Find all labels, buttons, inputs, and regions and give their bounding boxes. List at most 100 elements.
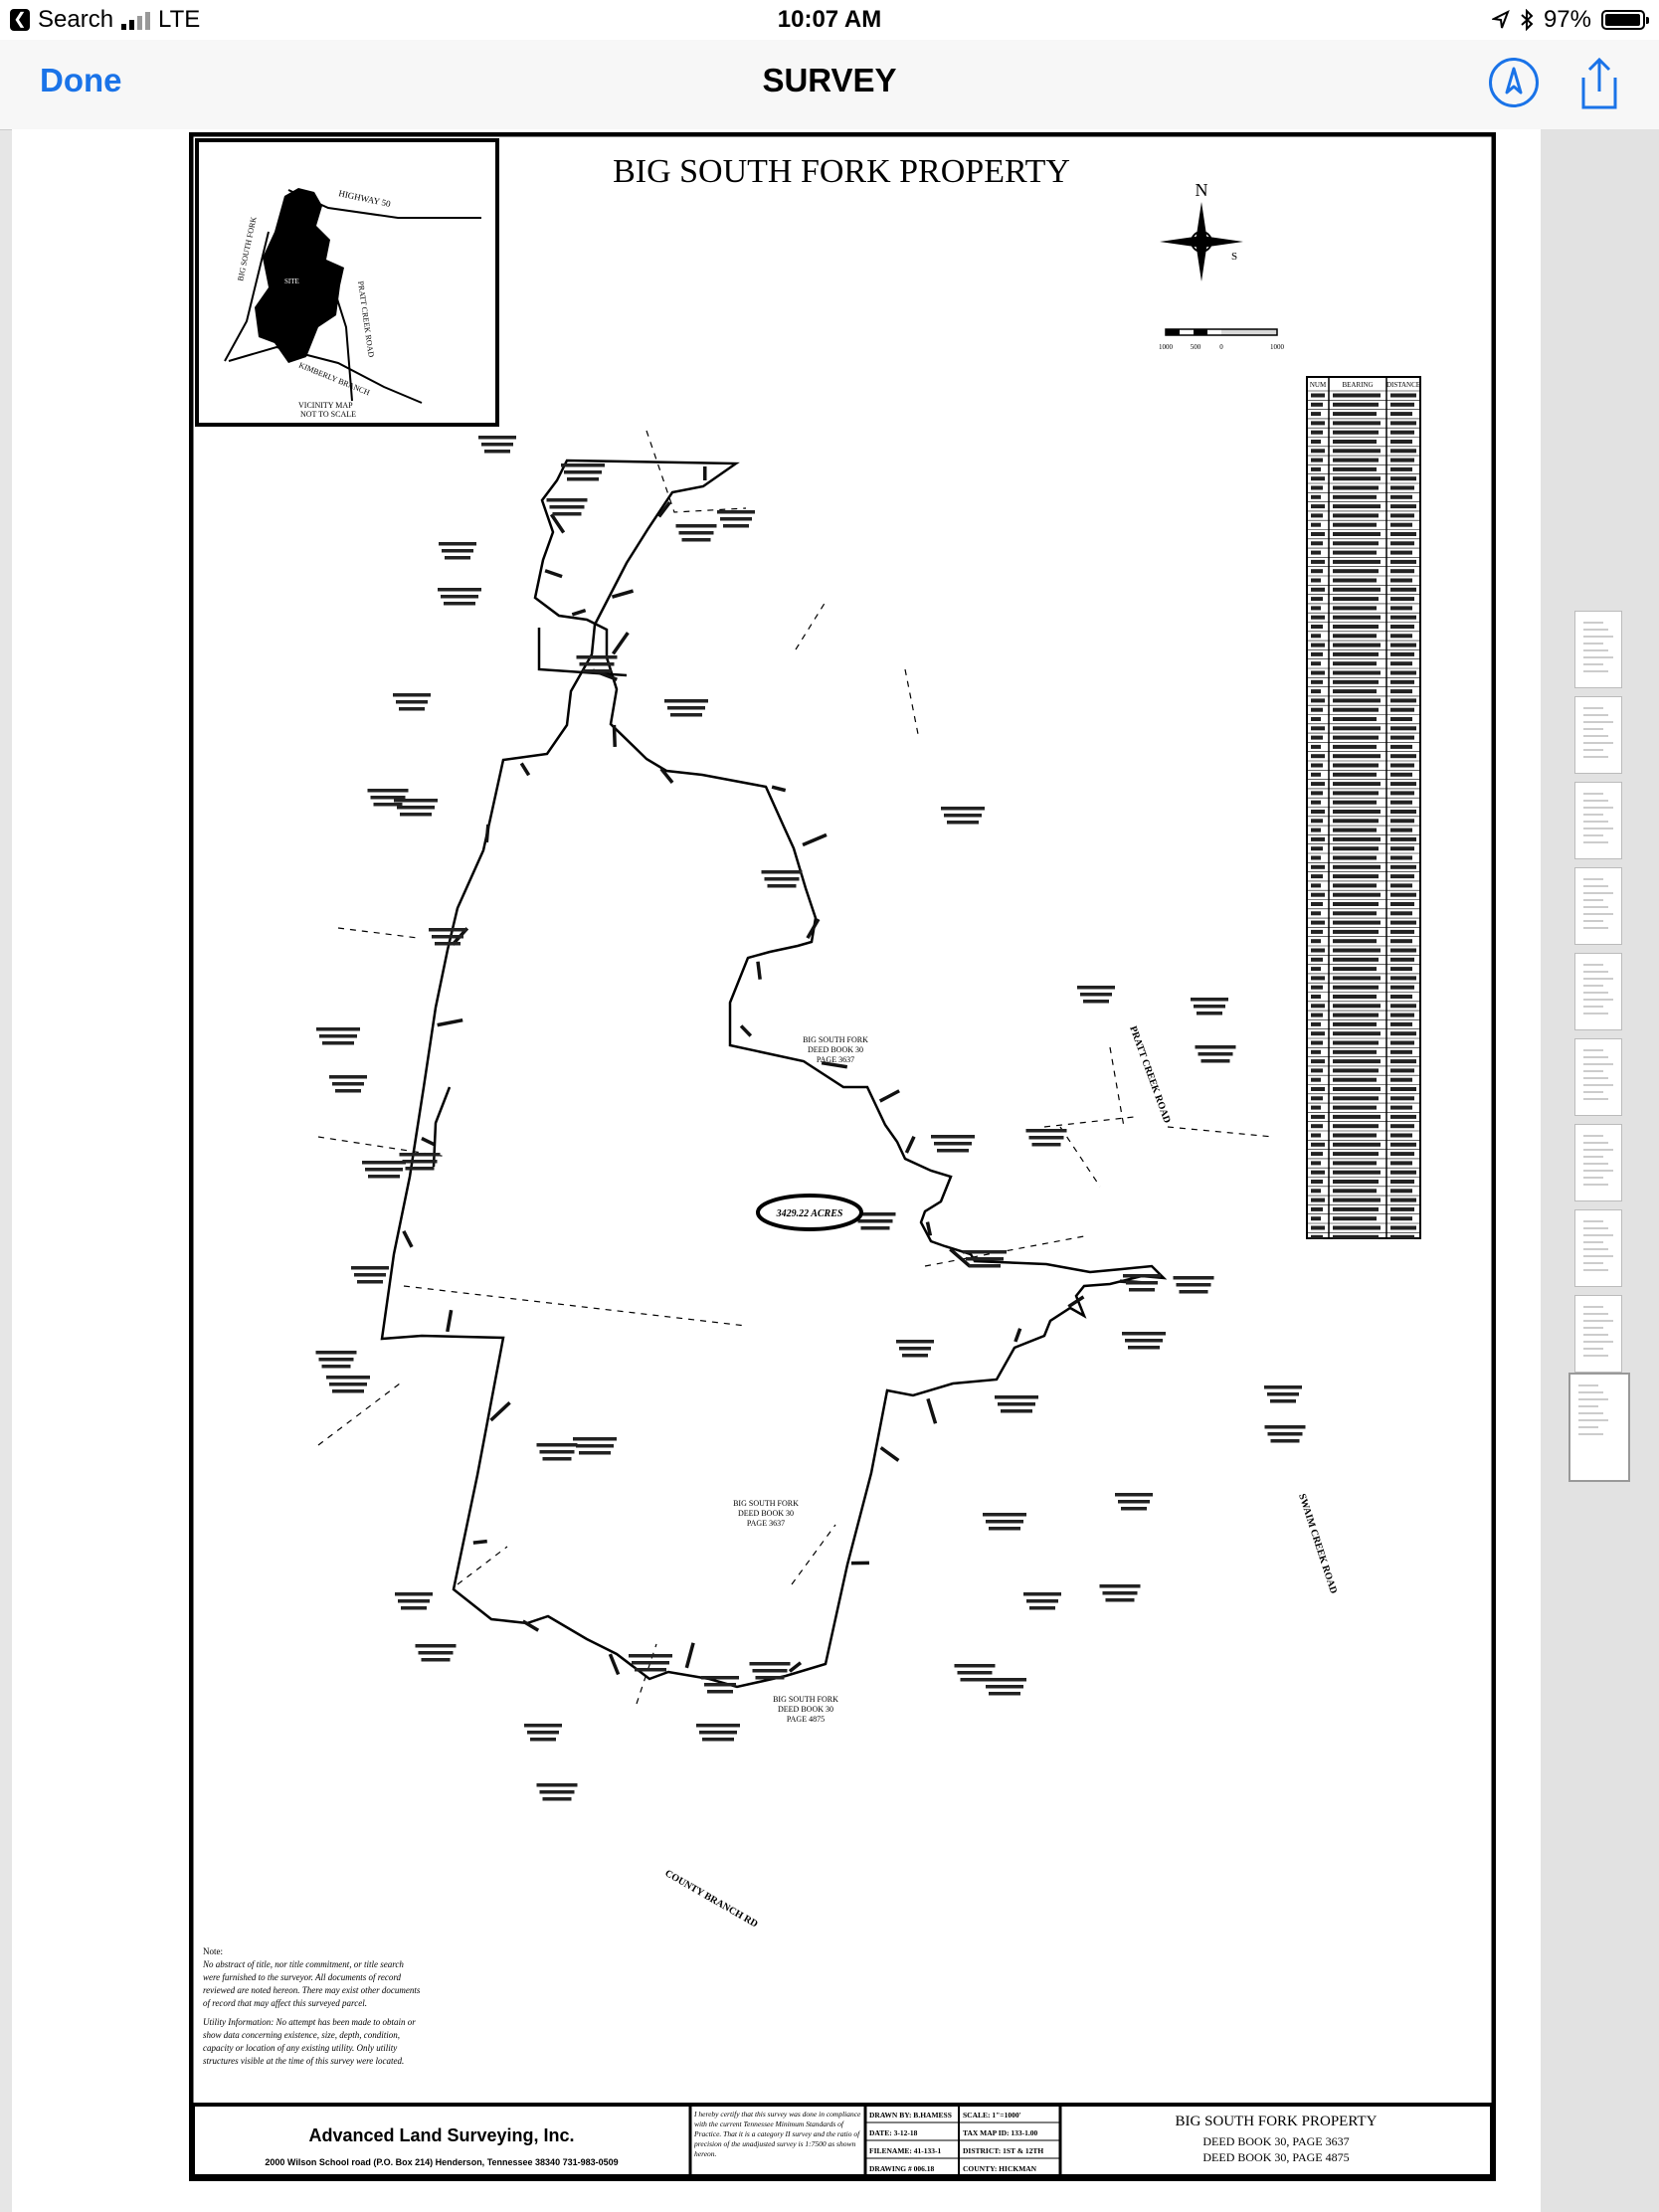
owner-label-mark bbox=[1126, 1281, 1158, 1285]
table-cell-text bbox=[1333, 587, 1381, 592]
page-thumbnail[interactable] bbox=[1574, 953, 1622, 1030]
table-cell-text bbox=[1390, 735, 1414, 740]
done-button[interactable]: Done bbox=[40, 62, 122, 98]
note-text-2: Utility Information: No attempt has been… bbox=[203, 2017, 416, 2066]
table-cell-text bbox=[1390, 476, 1416, 481]
page-thumbnail[interactable] bbox=[1574, 1209, 1622, 1287]
owner-label-mark bbox=[1083, 1000, 1109, 1004]
table-cell-text bbox=[1390, 1068, 1414, 1073]
owner-label-mark bbox=[1264, 1385, 1302, 1389]
status-left[interactable]: ❮ Search LTE bbox=[10, 6, 200, 34]
segment-label-mark bbox=[521, 1619, 540, 1632]
owner-label-mark bbox=[696, 1724, 740, 1728]
table-cell-text bbox=[1333, 1225, 1381, 1230]
markup-icon[interactable] bbox=[1489, 58, 1539, 107]
table-cell-text bbox=[1311, 541, 1323, 546]
thumbnail-line bbox=[1583, 1135, 1603, 1137]
owner-label-mark bbox=[542, 1457, 572, 1461]
acres-ellipse bbox=[756, 1194, 863, 1231]
table-cell-text bbox=[1311, 643, 1325, 647]
owner-label-mark bbox=[579, 662, 615, 666]
note-text-1: No abstract of title, nor title commitme… bbox=[203, 1959, 421, 2008]
page-thumbnails[interactable] bbox=[1541, 129, 1659, 2212]
thumbnail-line bbox=[1583, 622, 1603, 624]
table-cell-text bbox=[1390, 791, 1414, 796]
table-header-num: NUM bbox=[1310, 381, 1327, 389]
table-cell-text bbox=[1311, 902, 1323, 906]
table-cell-text bbox=[1311, 430, 1323, 435]
table-cell-text bbox=[1311, 1087, 1325, 1091]
tract3-line3: PAGE 4875 bbox=[787, 1715, 825, 1724]
owner-label-mark bbox=[717, 510, 755, 514]
table-cell-text bbox=[1333, 1068, 1379, 1073]
table-cell-text bbox=[1390, 948, 1416, 953]
thumbnail-line bbox=[1583, 800, 1608, 802]
table-cell-text bbox=[1390, 1040, 1414, 1045]
page-thumbnail[interactable] bbox=[1574, 867, 1622, 945]
table-cell-text bbox=[1333, 393, 1381, 398]
owner-label-mark bbox=[675, 524, 717, 528]
owner-label-mark bbox=[995, 1395, 1038, 1399]
back-arrow-icon[interactable]: ❮ bbox=[10, 9, 30, 31]
owner-label-mark bbox=[1270, 1439, 1300, 1443]
table-cell-text bbox=[1311, 1040, 1323, 1045]
owner-label-mark bbox=[421, 1658, 451, 1662]
segment-label-mark bbox=[489, 1400, 511, 1422]
table-cell-text bbox=[1333, 855, 1377, 860]
thumbnail-line bbox=[1583, 1063, 1613, 1065]
page-thumbnail[interactable] bbox=[1574, 611, 1622, 688]
owner-label-mark bbox=[370, 796, 406, 800]
network-label: LTE bbox=[158, 6, 201, 33]
table-cell-text bbox=[1311, 1049, 1321, 1054]
table-cell-text bbox=[1390, 772, 1412, 777]
table-cell-text bbox=[1311, 1142, 1325, 1147]
table-cell-text bbox=[1311, 1189, 1321, 1194]
table-cell-text bbox=[1333, 911, 1377, 916]
owner-label-mark bbox=[664, 699, 708, 703]
table-cell-text bbox=[1390, 995, 1412, 999]
owner-label-mark bbox=[720, 517, 752, 521]
thumbnail-line bbox=[1583, 999, 1613, 1001]
table-cell-text bbox=[1311, 1180, 1323, 1184]
table-cell-text bbox=[1311, 1198, 1325, 1202]
page-thumbnail[interactable] bbox=[1574, 1295, 1622, 1373]
table-cell-text bbox=[1333, 929, 1379, 934]
owner-label-mark bbox=[1176, 1283, 1211, 1287]
table-cell-text bbox=[1333, 1152, 1379, 1157]
tract2-line1: BIG SOUTH FORK bbox=[733, 1499, 799, 1508]
share-icon[interactable] bbox=[1577, 56, 1621, 111]
table-cell-text bbox=[1311, 864, 1325, 869]
thumbnail-line bbox=[1583, 1227, 1608, 1229]
document-view[interactable]: HIGHWAY 50 BIG SOUTH FORK PRATT CREEK RO… bbox=[12, 129, 1541, 2212]
page-thumbnail[interactable] bbox=[1574, 782, 1622, 859]
page-thumbnail[interactable] bbox=[1574, 696, 1622, 774]
table-cell-text bbox=[1311, 494, 1321, 499]
table-cell-text bbox=[1311, 920, 1325, 925]
north-label: N bbox=[1196, 180, 1208, 200]
page-thumbnail[interactable] bbox=[1574, 1038, 1622, 1116]
thumbnail-line bbox=[1578, 1426, 1598, 1428]
owner-label-mark bbox=[941, 807, 985, 811]
thumbnail-line bbox=[1578, 1433, 1603, 1435]
table-cell-text bbox=[1333, 744, 1377, 749]
table-cell-text bbox=[1333, 1040, 1379, 1045]
owner-label-mark bbox=[635, 1668, 666, 1672]
document-title: SURVEY bbox=[762, 62, 897, 98]
thumbnail-line bbox=[1583, 1327, 1603, 1329]
back-to-app-label[interactable]: Search bbox=[38, 6, 114, 33]
table-cell-text bbox=[1311, 597, 1323, 602]
owner-label-mark bbox=[1198, 1052, 1233, 1056]
table-cell-text bbox=[1333, 615, 1381, 620]
page-thumbnail[interactable] bbox=[1574, 1124, 1622, 1201]
table-cell-text bbox=[1333, 541, 1379, 546]
table-cell-text bbox=[1311, 828, 1321, 832]
thumbnail-line bbox=[1583, 1184, 1608, 1186]
owner-label-mark bbox=[896, 1340, 934, 1344]
table-cell-text bbox=[1390, 559, 1416, 564]
owner-label-mark bbox=[552, 512, 582, 516]
page-thumbnail[interactable] bbox=[1568, 1373, 1630, 1482]
table-cell-text bbox=[1311, 846, 1323, 851]
owner-label-mark bbox=[899, 1347, 931, 1351]
thumbnail-line bbox=[1583, 643, 1603, 645]
owner-label-mark bbox=[854, 1212, 896, 1216]
